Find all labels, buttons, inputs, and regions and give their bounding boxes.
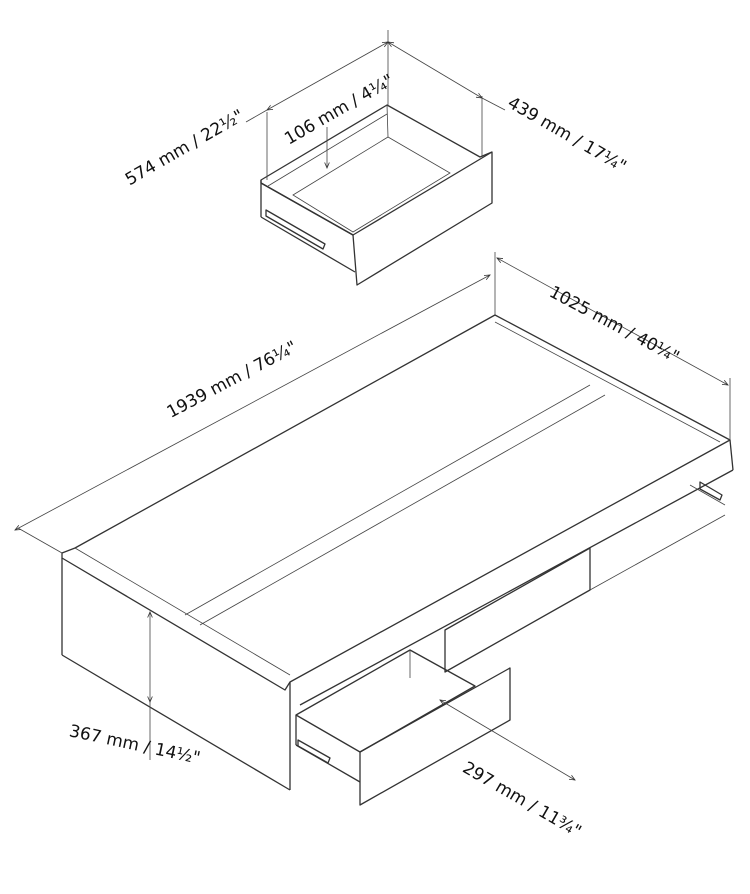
bed-dimension-lines bbox=[15, 252, 731, 780]
bed bbox=[61, 314, 734, 806]
detached-drawer bbox=[260, 104, 493, 286]
drawer-dimension-lines bbox=[245, 30, 506, 180]
